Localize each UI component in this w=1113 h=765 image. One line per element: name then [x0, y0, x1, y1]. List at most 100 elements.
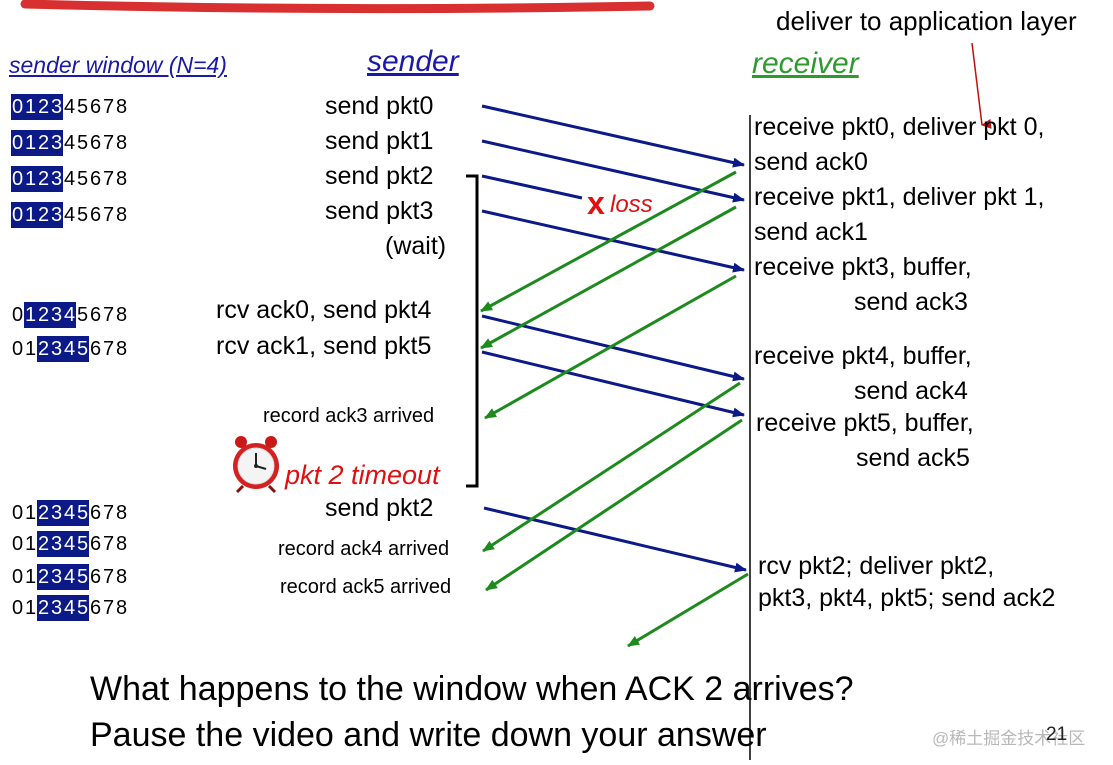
sequence-number: 1	[24, 202, 37, 228]
pkt2-arrow-lost	[481, 174, 583, 200]
sequence-number: 2	[37, 500, 50, 526]
sequence-number: 6	[89, 502, 102, 524]
sender-window-row: 012345678	[11, 166, 128, 192]
sequence-number: 4	[63, 500, 76, 526]
receiver-event-pkt1-line1: receive pkt1, deliver pkt 1,	[754, 183, 1045, 211]
sequence-number: 8	[115, 168, 128, 190]
sequence-number: 8	[115, 566, 128, 588]
receiver-event-pkt2-line1: rcv pkt2; deliver pkt2,	[758, 552, 995, 580]
sequence-number: 5	[76, 595, 89, 621]
ack1-arrow	[480, 205, 737, 350]
sequence-number: 0	[11, 597, 24, 619]
sender-window-row: 012345678	[11, 531, 128, 557]
sender-event-resend-pkt2: send pkt2	[325, 494, 434, 522]
sequence-number: 0	[11, 202, 24, 228]
sequence-number: 6	[89, 132, 102, 154]
receiver-event-pkt2-line2: pkt3, pkt4, pkt5; send ack2	[758, 584, 1056, 612]
sequence-number: 3	[50, 302, 63, 328]
sequence-number: 6	[89, 338, 102, 360]
sequence-number: 6	[89, 168, 102, 190]
receiver-event-pkt5-line1: receive pkt5, buffer,	[756, 409, 974, 437]
receiver-event-pkt3-line2: send ack3	[854, 288, 968, 316]
receiver-event-pkt4-line1: receive pkt4, buffer,	[754, 342, 972, 370]
sequence-number: 4	[63, 336, 76, 362]
sequence-number: 4	[63, 204, 76, 226]
sequence-number: 5	[76, 168, 89, 190]
receiver-event-pkt1-line2: send ack1	[754, 218, 868, 246]
sequence-number: 8	[115, 304, 128, 326]
sequence-number: 7	[102, 168, 115, 190]
sequence-number: 4	[63, 531, 76, 557]
sequence-number: 7	[102, 502, 115, 524]
sequence-number: 4	[63, 168, 76, 190]
sequence-number: 1	[24, 338, 37, 360]
sequence-number: 1	[24, 302, 37, 328]
sequence-number: 1	[24, 166, 37, 192]
sequence-number: 6	[89, 96, 102, 118]
sequence-number: 6	[89, 597, 102, 619]
loss-x-mark: x	[587, 185, 605, 221]
sequence-number: 1	[24, 502, 37, 524]
sequence-number: 3	[50, 202, 63, 228]
sender-event-send-pkt1: send pkt1	[325, 127, 434, 155]
sequence-number: 4	[63, 96, 76, 118]
sequence-number: 3	[50, 94, 63, 120]
sequence-number: 3	[50, 336, 63, 362]
sequence-number: 7	[102, 338, 115, 360]
sequence-number: 1	[24, 130, 37, 156]
sequence-number: 8	[115, 132, 128, 154]
pkt0-arrow	[481, 104, 745, 168]
pkt5-arrow	[481, 350, 745, 418]
sequence-number: 7	[102, 132, 115, 154]
ack4-arrow	[482, 381, 741, 553]
sequence-number: 7	[102, 96, 115, 118]
title-underline	[20, 0, 655, 14]
sender-event-timeout: pkt 2 timeout	[285, 460, 440, 490]
sequence-number: 5	[76, 304, 89, 326]
sequence-number: 5	[76, 564, 89, 590]
sequence-number: 7	[102, 304, 115, 326]
deliver-note: deliver to application layer	[776, 6, 1077, 36]
sequence-number: 8	[115, 597, 128, 619]
sequence-number: 2	[37, 202, 50, 228]
sequence-number: 4	[63, 564, 76, 590]
sender-header: sender	[367, 45, 459, 78]
sequence-number: 0	[11, 502, 24, 524]
sequence-number: 2	[37, 564, 50, 590]
sender-window-row: 012345678	[11, 500, 128, 526]
sender-event-record-ack4: record ack4 arrived	[278, 538, 450, 560]
ack0-arrow	[480, 170, 737, 313]
sequence-number: 2	[37, 595, 50, 621]
sender-window-row: 012345678	[11, 94, 128, 120]
sequence-number: 2	[37, 130, 50, 156]
sender-event-rcv-ack0: rcv ack0, send pkt4	[216, 296, 432, 324]
question-line-2: Pause the video and write down your answ…	[90, 716, 767, 754]
sequence-number: 7	[102, 533, 115, 555]
sequence-number: 7	[102, 204, 115, 226]
ack3-arrow	[484, 274, 737, 420]
watermark: @稀土掘金技术社区	[932, 729, 1086, 748]
sender-event-send-pkt3: send pkt3	[325, 197, 434, 225]
sequence-number: 2	[37, 302, 50, 328]
sequence-number: 7	[102, 566, 115, 588]
sequence-number: 0	[11, 304, 24, 326]
sender-event-send-pkt2: send pkt2	[325, 162, 434, 190]
sequence-number: 8	[115, 338, 128, 360]
sequence-number: 4	[63, 132, 76, 154]
sender-window-row: 012345678	[11, 202, 128, 228]
receiver-event-pkt3-line1: receive pkt3, buffer,	[754, 253, 972, 281]
sequence-number: 0	[11, 130, 24, 156]
sequence-number: 2	[37, 166, 50, 192]
receiver-event-pkt4-line2: send ack4	[854, 377, 968, 405]
pkt2-resend-arrow	[483, 506, 747, 573]
ack2-arrow	[627, 572, 749, 648]
sender-timer-bracket	[466, 174, 479, 488]
sequence-number: 5	[76, 132, 89, 154]
sender-window-row: 012345678	[11, 564, 128, 590]
sequence-number: 8	[115, 96, 128, 118]
sequence-number: 3	[50, 500, 63, 526]
alarm-clock-icon	[233, 436, 279, 494]
sequence-number: 6	[89, 533, 102, 555]
sequence-number: 1	[24, 566, 37, 588]
